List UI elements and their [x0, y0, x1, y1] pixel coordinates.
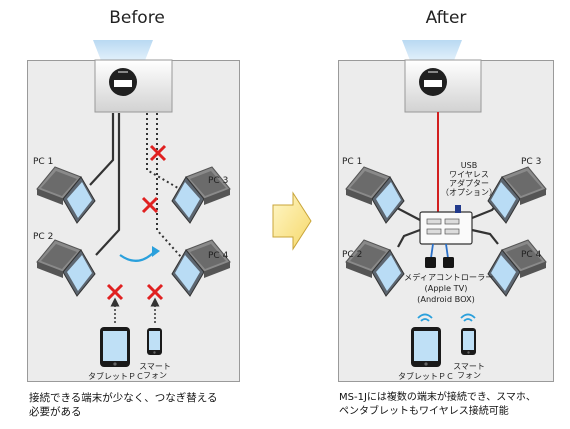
after-pc1-laptop-icon	[345, 166, 405, 224]
android-box-icon	[443, 257, 454, 268]
after-pc2-label: PC 2	[342, 250, 363, 260]
after-smartphone-label: スマートフォン	[453, 362, 485, 380]
before-smartphone-icon	[147, 328, 162, 355]
after-tablet-wifi-icon	[417, 313, 433, 322]
after-tablet-label: タブレットＰＣ	[398, 372, 454, 381]
transition-arrow-icon	[272, 191, 312, 251]
ms-1j-hub	[419, 211, 473, 245]
before-pc1-laptop-icon	[36, 166, 96, 224]
before-caption: 接続できる端末が少なく、つなぎ替える必要がある	[29, 392, 218, 418]
usb-adapter-icon	[455, 205, 461, 213]
after-title: After	[425, 8, 467, 28]
after-pc2-laptop-icon	[345, 239, 405, 297]
before-projector	[94, 59, 173, 113]
before-cable-pc4	[156, 113, 183, 259]
before-pc2-laptop-icon	[36, 239, 96, 297]
after-projector-beam	[402, 40, 462, 63]
usb-adapter-label: USB ワイヤレス アダプター （オプション）	[441, 161, 497, 197]
before-panel	[27, 60, 240, 382]
after-pc4-laptop-icon	[487, 239, 547, 297]
before-pc3-label: PC 3	[208, 176, 229, 186]
before-tablet-icon	[100, 327, 130, 367]
before-cable-pc3	[146, 113, 179, 189]
after-projector	[404, 59, 482, 113]
before-smartphone-label: スマートフォン	[139, 362, 171, 380]
before-cross-tablet-icon	[106, 283, 124, 301]
before-title: Before	[109, 8, 165, 28]
after-phone-wifi-icon	[460, 313, 476, 322]
before-cross-phone-icon	[146, 283, 164, 301]
apple-tv-icon	[425, 257, 436, 268]
media-controller-label: メディアコントローラー (Apple TV) (Android BOX)	[404, 272, 494, 304]
after-pc4-label: PC 4	[521, 250, 542, 260]
before-cable-pc2	[95, 113, 121, 256]
before-cable-pc1	[89, 113, 115, 186]
before-projector-beam	[93, 40, 153, 63]
swap-arrow-icon	[119, 251, 155, 262]
before-cross-pc4-icon	[141, 196, 159, 214]
after-pc1-label: PC 1	[342, 157, 363, 167]
after-smartphone-icon	[461, 328, 476, 355]
after-caption: MS-1Jには複数の端末が接続でき、スマホ、ペンタブレットもワイヤレス接続可能	[339, 392, 536, 417]
after-tablet-icon	[411, 327, 441, 367]
after-pc3-label: PC 3	[521, 157, 542, 167]
before-pc4-label: PC 4	[208, 251, 229, 261]
before-tablet-label: タブレットＰＣ	[88, 372, 144, 381]
before-pc4-laptop-icon	[171, 239, 231, 297]
before-pc2-label: PC 2	[33, 232, 54, 242]
before-pc1-label: PC 1	[33, 157, 54, 167]
